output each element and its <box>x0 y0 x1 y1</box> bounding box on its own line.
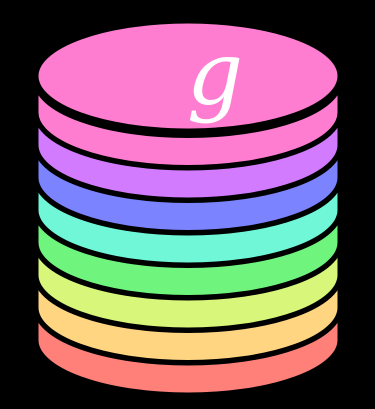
top-label: g <box>187 22 243 125</box>
